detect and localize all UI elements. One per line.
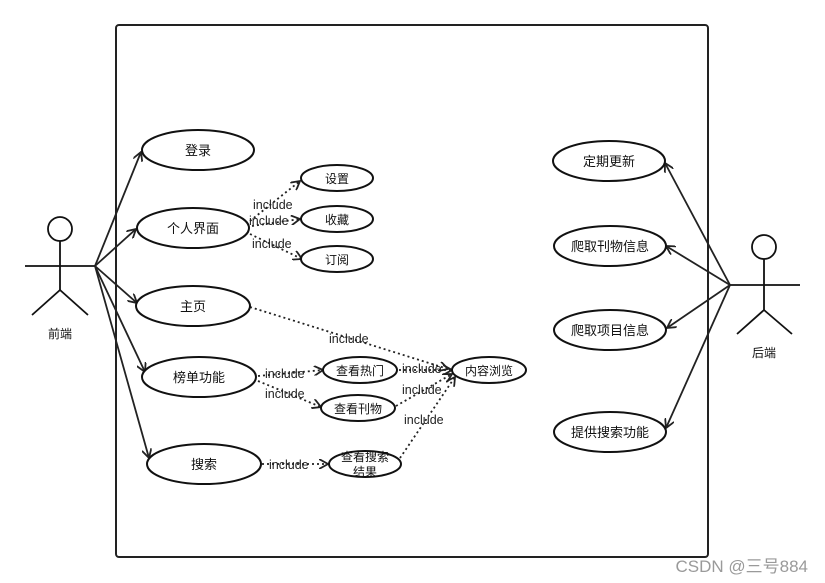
use-case-login: 登录: [141, 129, 255, 171]
assoc-scheduled-update: [665, 163, 731, 286]
assoc-search: [94, 265, 149, 458]
include-journals-browse: [395, 374, 452, 407]
use-case-favorites-label: 收藏: [325, 213, 349, 227]
use-case-ranking: 榜单功能: [141, 356, 257, 398]
use-case-crawl-journal-info: 爬取刊物信息: [553, 225, 667, 267]
use-case-view-journals-label: 查看刊物: [334, 402, 382, 416]
use-case-crawl-project-info: 爬取项目信息: [553, 309, 667, 351]
use-case-search-results-label-1: 查看搜索: [341, 449, 389, 464]
assoc-ranking: [94, 265, 145, 372]
assoc-home: [94, 265, 137, 303]
actor-frontend: 前端: [25, 216, 95, 341]
use-case-profile-label: 个人界面: [167, 222, 219, 237]
actor-frontend-leg-left: [31, 289, 61, 316]
assoc-profile: [94, 229, 136, 267]
use-case-ranking-label: 榜单功能: [173, 370, 225, 386]
frontend-associations: [94, 152, 149, 458]
actor-backend: 后端: [730, 234, 800, 360]
use-case-home: 主页: [135, 285, 251, 327]
use-case-favorites: 收藏: [300, 205, 374, 233]
use-case-login-label: 登录: [185, 144, 211, 159]
use-case-view-journals: 查看刊物: [320, 394, 396, 422]
include-label: include: [252, 237, 292, 251]
use-case-provide-search: 提供搜索功能: [553, 411, 667, 453]
use-case-subscribe-label: 订阅: [325, 253, 349, 267]
include-labels: include include include include include …: [249, 198, 444, 472]
assoc-login: [94, 152, 141, 267]
include-label: include: [402, 362, 442, 376]
include-label: include: [253, 198, 293, 212]
include-label: include: [249, 214, 289, 228]
use-case-scheduled-update-label: 定期更新: [583, 154, 635, 170]
use-case-search-results-label-2: 结果: [353, 465, 377, 479]
use-case-crawl-journal-info-label: 爬取刊物信息: [571, 239, 649, 255]
include-label: include: [269, 458, 309, 472]
include-ranking-hot: [257, 370, 323, 377]
include-relations: [249, 181, 455, 464]
use-case-subscribe: 订阅: [300, 245, 374, 273]
use-case-content-browse: 内容浏览: [451, 356, 527, 384]
include-label: include: [402, 383, 442, 397]
assoc-crawl-journal: [666, 246, 731, 286]
backend-associations: [665, 163, 731, 428]
use-case-search-results: 查看搜索 结果: [328, 449, 402, 479]
actor-backend-leg-left: [736, 309, 765, 335]
use-case-settings-label: 设置: [325, 172, 349, 186]
actor-frontend-leg-right: [59, 289, 89, 316]
use-case-view-hot: 查看热门: [322, 356, 398, 384]
use-case-profile: 个人界面: [136, 207, 250, 249]
use-case-search-label: 搜索: [191, 458, 217, 473]
actor-backend-label: 后端: [752, 346, 776, 360]
include-label: include: [265, 387, 305, 401]
system-boundary: [115, 24, 709, 558]
actor-backend-leg-right: [763, 309, 793, 335]
include-profile-settings: [249, 181, 300, 222]
use-case-search: 搜索: [146, 443, 262, 485]
use-case-provide-search-label: 提供搜索功能: [571, 425, 649, 441]
include-profile-favorites: [251, 219, 300, 227]
watermark: CSDN @三号884: [675, 557, 808, 576]
use-case-crawl-project-info-label: 爬取项目信息: [571, 323, 649, 339]
use-case-home-label: 主页: [180, 300, 206, 315]
use-case-view-hot-label: 查看热门: [336, 363, 384, 378]
actor-frontend-head: [47, 216, 73, 242]
use-case-settings: 设置: [300, 164, 374, 192]
actor-frontend-label: 前端: [48, 326, 72, 341]
include-label: include: [265, 367, 305, 381]
use-case-scheduled-update: 定期更新: [552, 140, 666, 182]
include-label: include: [404, 413, 444, 427]
include-results-browse: [399, 377, 455, 459]
use-case-content-browse-label: 内容浏览: [465, 363, 513, 378]
actor-backend-head: [751, 234, 777, 260]
include-label: include: [329, 332, 369, 346]
include-ranking-journals: [257, 380, 321, 407]
assoc-provide-search: [666, 284, 731, 428]
assoc-crawl-project: [667, 284, 731, 328]
